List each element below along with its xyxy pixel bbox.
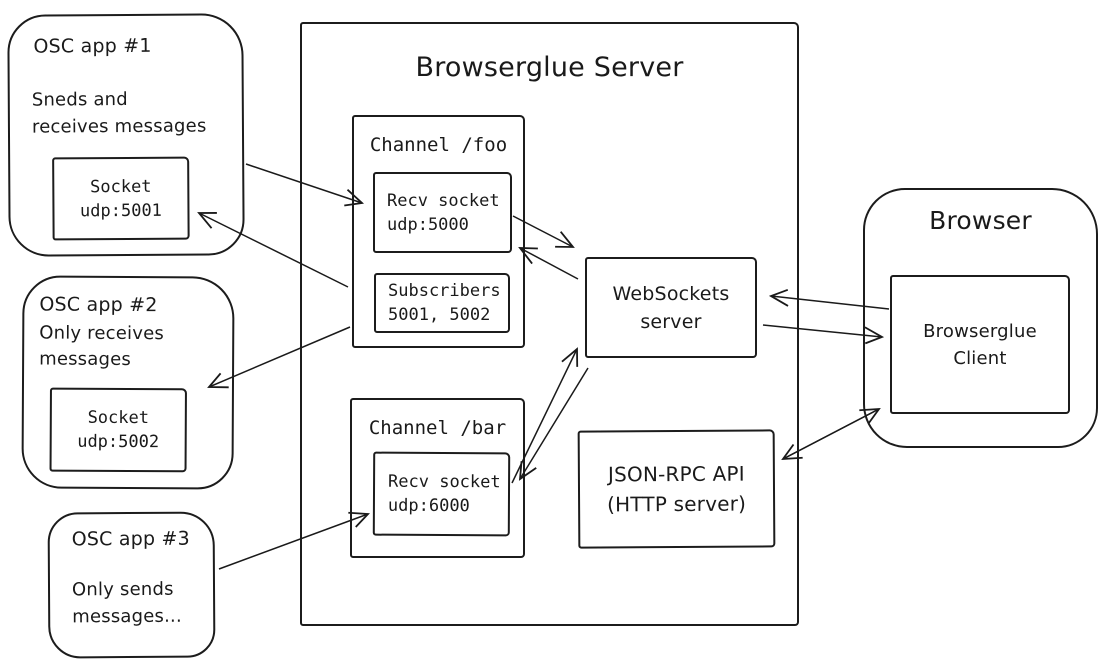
osc-app-1-box: OSC app #1 Sneds and receives messages S…	[7, 13, 245, 257]
osc-app-1-description: Sneds and receives messages	[31, 88, 207, 138]
json-rpc-api-box: JSON-RPC API (HTTP server)	[577, 429, 776, 549]
channel-bar-recv-socket-box: Recv socket udp:6000	[372, 451, 511, 537]
channel-foo-title: Channel /foo	[369, 134, 508, 156]
osc-app-1-socket-box: Socket udp:5001	[52, 156, 190, 241]
channel-foo-box: Channel /foo Recv socket udp:5000 Subscr…	[352, 115, 525, 348]
browserglue-client-box: Browserglue Client	[890, 275, 1070, 414]
websockets-server-box: WebSockets server	[585, 257, 757, 358]
channel-bar-box: Channel /bar Recv socket udp:6000	[350, 398, 525, 558]
osc-app-2-socket-box: Socket udp:5002	[49, 387, 187, 473]
channel-bar-title: Channel /bar	[368, 417, 507, 439]
osc-app-3-box: OSC app #3 Only sends messages...	[47, 511, 216, 659]
osc-app-2-title: OSC app #2	[39, 293, 158, 317]
osc-app-2-description: Only receives messages	[39, 322, 165, 371]
browserglue-server-box: Browserglue Server	[300, 22, 799, 626]
osc-app-3-title: OSC app #3	[71, 527, 190, 551]
osc-app-2-box: OSC app #2 Only receives messages Socket…	[21, 275, 235, 490]
browser-title: Browser	[929, 206, 1032, 235]
osc-app-3-description: Only sends messages...	[71, 578, 182, 628]
browser-box: Browser Browserglue Client	[863, 188, 1098, 448]
browserglue-server-title: Browserglue Server	[415, 52, 684, 83]
channel-foo-subscribers-box: Subscribers 5001, 5002	[374, 273, 510, 333]
channel-foo-recv-socket-box: Recv socket udp:5000	[373, 172, 512, 253]
osc-app-1-title: OSC app #1	[33, 34, 152, 58]
